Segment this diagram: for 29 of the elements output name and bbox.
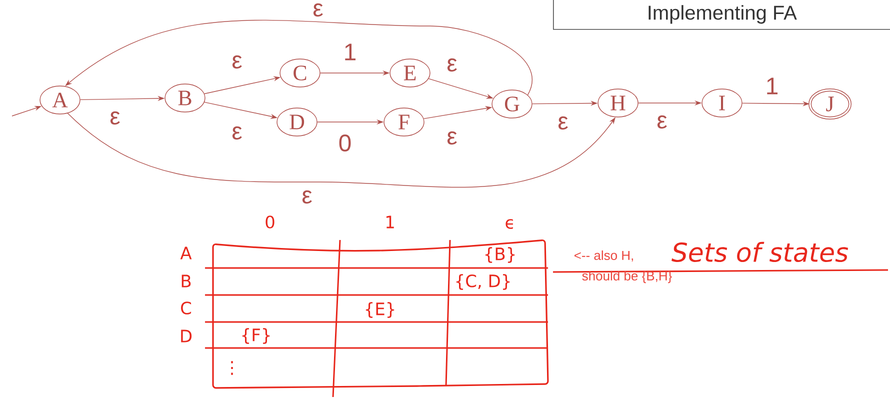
- row-label: A: [180, 246, 192, 260]
- handwritten-cell-text: {F}: [242, 328, 270, 344]
- handwritten-cell-text: {C, D}: [456, 274, 510, 290]
- edge-label: ε: [656, 114, 668, 130]
- edge-label: 0: [337, 134, 353, 152]
- note-text: should be {B,H}: [582, 270, 672, 284]
- edge-label: ε: [312, 2, 324, 18]
- edge-label: ε: [446, 130, 458, 146]
- title-box: Implementing FA: [553, 0, 890, 30]
- column-header: 0: [266, 216, 274, 228]
- handwritten-cell-text: {B}: [486, 247, 515, 263]
- handwritten-cell-text: ⋮: [231, 361, 233, 375]
- edge-label: 1: [764, 76, 780, 96]
- edge-label: ε: [446, 57, 458, 73]
- arrow: [67, 112, 616, 188]
- edge-label: ε: [230, 125, 244, 141]
- handwritten-note: Sets of states: [672, 242, 848, 262]
- note-text: <-- also H,: [574, 250, 633, 262]
- column-header: 1: [386, 216, 394, 228]
- column-header: ϵ: [506, 219, 513, 229]
- row-label: C: [181, 302, 192, 314]
- edge-label: ε: [230, 54, 244, 70]
- handwritten-cell-text: {E}: [366, 302, 394, 318]
- row-label: D: [181, 330, 192, 342]
- edge-label: ε: [556, 115, 570, 131]
- edge-label: ε: [108, 110, 122, 126]
- edge-label: 1: [342, 42, 358, 62]
- edge-label: ε: [300, 189, 314, 205]
- row-label: B: [182, 274, 191, 288]
